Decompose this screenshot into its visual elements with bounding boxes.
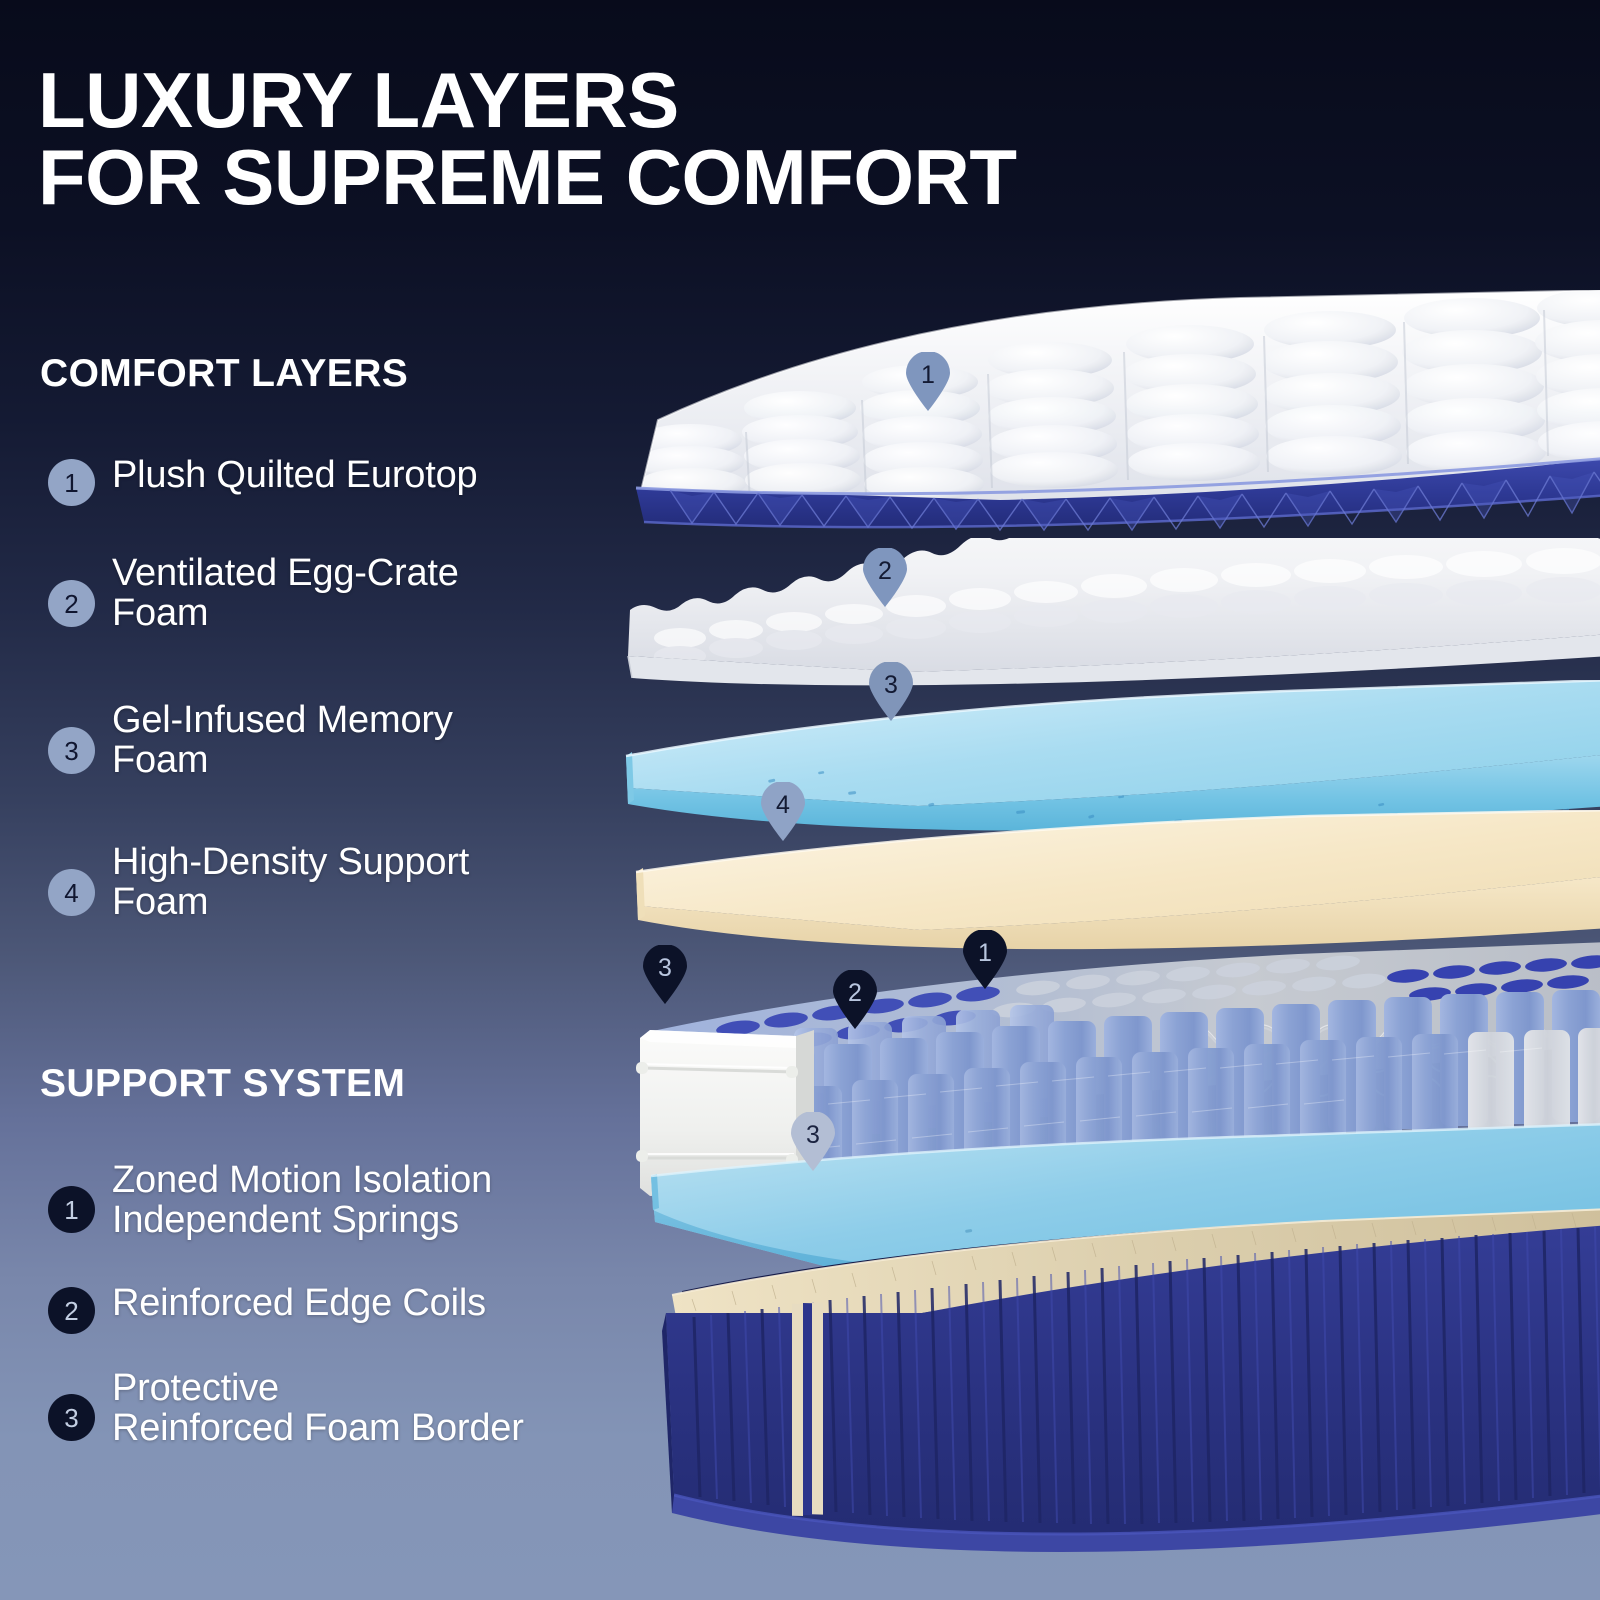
- page-title: LUXURY LAYERS FOR SUPREME COMFORT: [38, 56, 1218, 222]
- pin-number: 4: [776, 791, 790, 819]
- list-item-label: Reinforced Edge Coils: [112, 1282, 486, 1324]
- pin-marker-edge-coils[interactable]: 2: [832, 970, 878, 1030]
- map-pin-icon: [761, 782, 805, 841]
- map-pin-icon: [833, 970, 877, 1029]
- pin-number: 1: [921, 361, 935, 389]
- list-item-label: High-Density Support Foam: [112, 841, 470, 924]
- pin-number: 1: [978, 939, 992, 967]
- badge-number: 1: [48, 459, 95, 506]
- map-pin-icon: [643, 945, 687, 1004]
- section-heading-support-system: SUPPORT SYSTEM: [40, 1062, 406, 1105]
- pin-number: 2: [848, 979, 862, 1007]
- pin-marker-independent-springs[interactable]: 1: [962, 930, 1008, 990]
- map-pin-icon: [906, 352, 950, 411]
- badge-number: 2: [48, 580, 95, 627]
- layer-plush-quilted-eurotop: [635, 290, 1600, 532]
- badge-number: 4: [48, 869, 95, 916]
- map-pin-icon: [963, 930, 1007, 989]
- mattress-exploded-illustration: 1 2 3 4 1: [600, 290, 1600, 1600]
- list-item-label: Zoned Motion Isolation Independent Sprin…: [112, 1159, 493, 1242]
- headline-line-1: LUXURY LAYERS: [38, 56, 679, 144]
- map-pin-icon: [869, 662, 913, 721]
- section-heading-comfort-layers: COMFORT LAYERS: [40, 352, 409, 395]
- layer-high-density-support-foam: [635, 810, 1600, 950]
- pin-number: 3: [884, 671, 898, 699]
- pin-marker-support-foam[interactable]: 4: [760, 782, 806, 842]
- badge-number: 2: [48, 1287, 95, 1334]
- pin-marker-foam-border[interactable]: 3: [642, 945, 688, 1005]
- headline-line-2: FOR SUPREME COMFORT: [38, 133, 1017, 222]
- badge-number: 3: [48, 1394, 95, 1441]
- map-pin-icon: [791, 1112, 835, 1171]
- list-item-label: Ventilated Egg-Crate Foam: [112, 552, 459, 635]
- badge-number: 3: [48, 727, 95, 774]
- pin-marker-egg-crate[interactable]: 2: [862, 548, 908, 608]
- pin-marker-gel-foam[interactable]: 3: [868, 662, 914, 722]
- pin-marker-eurotop[interactable]: 1: [905, 352, 951, 412]
- pin-number: 3: [806, 1121, 820, 1149]
- pin-number: 3: [658, 954, 672, 982]
- list-item-label: Plush Quilted Eurotop: [112, 454, 478, 496]
- badge-number: 1: [48, 1186, 95, 1233]
- pin-marker-base-foam[interactable]: 3: [790, 1112, 836, 1172]
- map-pin-icon: [863, 548, 907, 607]
- list-item-label: Gel-Infused Memory Foam: [112, 699, 453, 782]
- layer-mattress-base: [662, 1208, 1600, 1552]
- pin-number: 2: [878, 557, 892, 585]
- list-item-label: Protective Reinforced Foam Border: [112, 1367, 524, 1450]
